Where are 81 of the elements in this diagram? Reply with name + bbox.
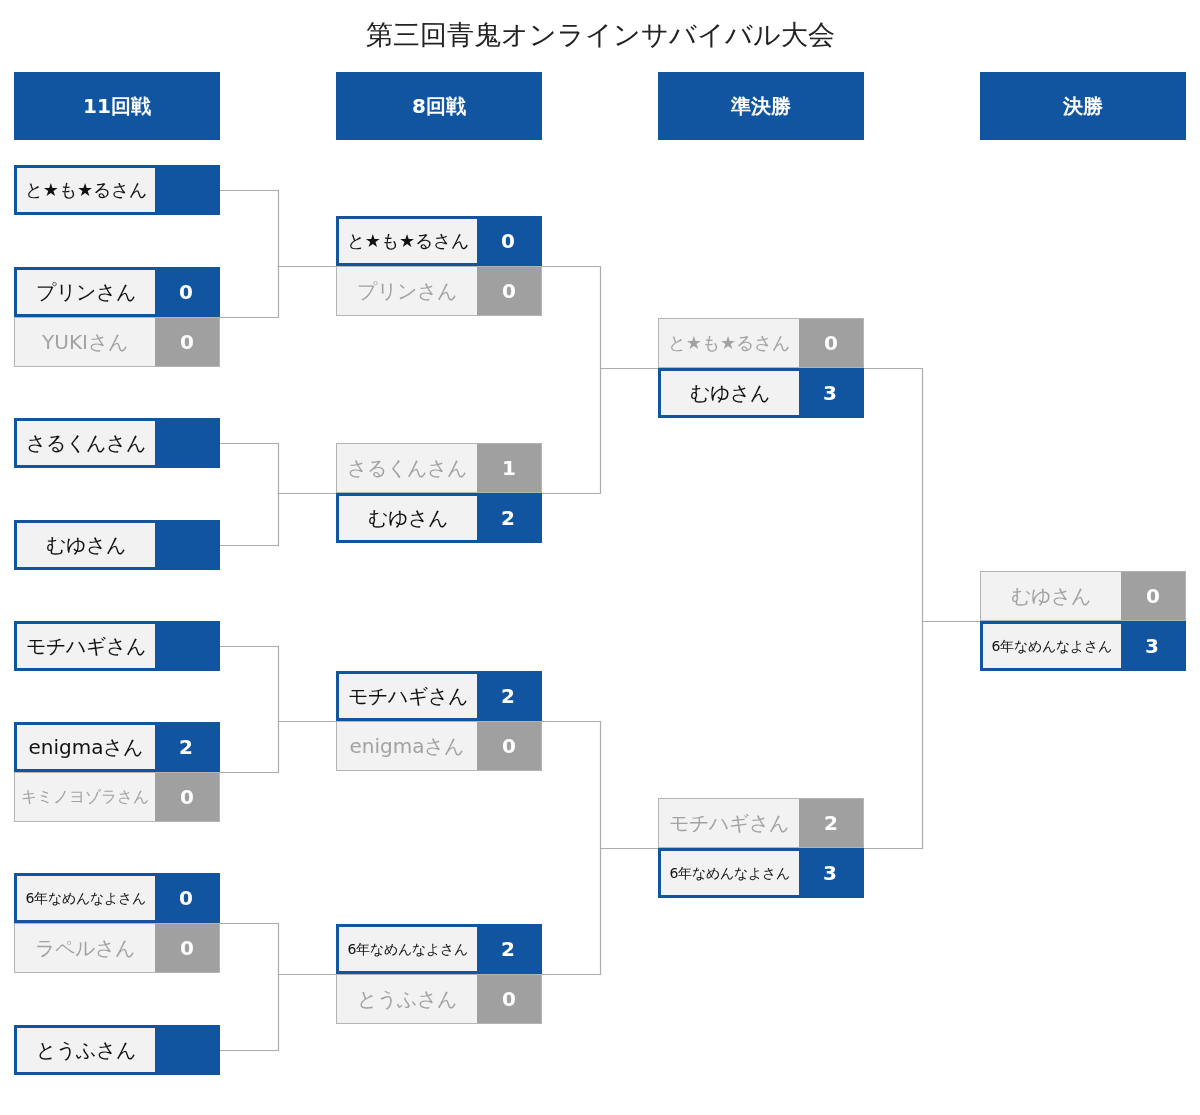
player-box [14,317,220,367]
player-box [658,798,864,848]
score-cell: 3 [1121,624,1183,668]
score-cell: 2 [477,674,539,718]
bracket-line [219,492,337,547]
score-cell: 2 [477,927,539,971]
player-box [14,621,220,671]
score-cell: 0 [477,975,541,1023]
round-header: 決勝 [980,72,1186,140]
player-box [980,621,1186,671]
player-box [14,722,220,772]
player-box [14,923,220,973]
score-cell: 0 [1121,572,1185,620]
player-box [980,571,1186,621]
title: 第三回青鬼オンラインサバイバル大会 [365,18,835,52]
player-name: モチハギさん [348,684,468,708]
player-name: プリンさん [357,279,457,303]
player-box [336,974,542,1024]
player-name: 6年なめんなよさん [991,637,1113,655]
player-box [14,418,220,468]
player-name: ラペルさん [35,936,135,960]
player-name: 6年なめんなよさん [25,889,147,907]
player-name: と★も★るさん [667,332,791,354]
round-header: 8回戦 [336,72,542,140]
player-name: モチハギさん [26,634,146,658]
player-name: むゆさん [1011,584,1091,608]
player-name: YUKIさん [42,330,128,354]
player-box [14,267,220,317]
player-box [336,443,542,493]
player-name: enigmaさん [349,734,465,758]
player-box [14,873,220,923]
player-box [658,318,864,368]
score-cell: 3 [799,851,861,895]
player-box [336,721,542,771]
player-box [336,924,542,974]
score-cell: 0 [155,318,219,366]
player-name: とうふさん [357,987,457,1011]
score-cell: 3 [799,371,861,415]
score-cell: 0 [477,722,541,770]
score-cell: 0 [477,267,541,315]
player-box [336,266,542,316]
player-box [14,165,220,215]
player-box [336,216,542,266]
player-name: キミノヨゾラさん [21,787,149,807]
player-box [658,368,864,418]
player-name: プリンさん [36,280,136,304]
score-cell: 2 [477,496,539,540]
score-cell: 0 [155,773,219,821]
score-cell: 0 [155,270,217,314]
player-box [14,772,220,822]
player-name: さるくんさん [347,456,467,480]
player-name: と★も★るさん [24,179,148,201]
score-cell: 0 [155,876,217,920]
player-name: 6年なめんなよさん [347,940,469,958]
score-cell: 0 [155,924,219,972]
player-box [14,520,220,570]
player-name: enigmaさん [28,735,144,759]
player-name: と★も★るさん [346,230,470,252]
bracket-line [219,973,337,1052]
player-box [14,1025,220,1075]
player-name: むゆさん [46,533,126,557]
player-box [336,671,542,721]
player-name: 6年なめんなよさん [669,864,791,882]
player-name: むゆさん [690,381,770,405]
player-name: とうふさん [36,1038,136,1062]
bracket-line [541,847,659,976]
score-cell: 1 [477,444,541,492]
score-cell: 2 [799,799,863,847]
round-header: 準決勝 [658,72,864,140]
player-name: さるくんさん [26,431,146,455]
bracket-line [219,265,337,319]
player-name: むゆさん [368,506,448,530]
round-header: 11回戦 [14,72,220,140]
player-box [658,848,864,898]
score-cell: 0 [477,219,539,263]
player-name: モチハギさん [669,811,789,835]
bracket-line [541,367,659,495]
score-cell: 2 [155,725,217,769]
bracket-line [219,720,337,774]
player-box [336,493,542,543]
score-cell: 0 [799,319,863,367]
